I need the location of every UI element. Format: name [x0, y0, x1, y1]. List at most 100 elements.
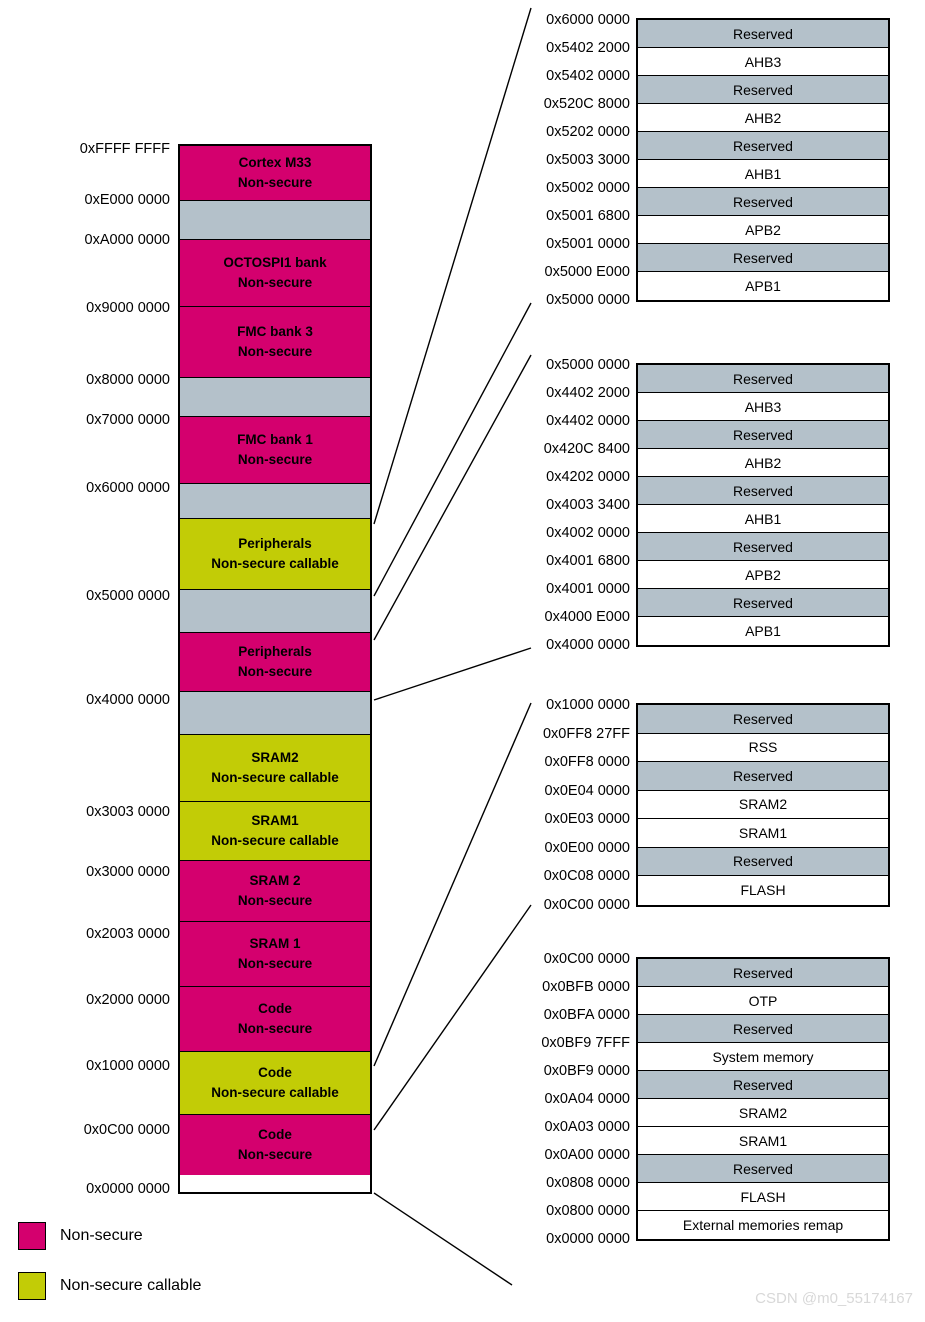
detail-address-label: 0x5202 0000: [546, 124, 630, 140]
detail-row-label: Reserved: [733, 710, 793, 727]
main-address-label: 0x3003 0000: [86, 804, 170, 820]
detail-table-row: Reserved: [638, 132, 888, 160]
detail-address-label: 0x5001 0000: [546, 236, 630, 252]
memory-block-security: Non-secure: [237, 956, 313, 971]
legend-swatch: [18, 1272, 46, 1300]
detail-address-label: 0x4000 E000: [544, 609, 630, 625]
detail-row-label: RSS: [748, 739, 778, 756]
detail-address-label: 0x0E04 0000: [544, 782, 630, 799]
connector-line-code-nsc-bottom: [373, 904, 532, 1131]
detail-table-row: SRAM1: [638, 1127, 888, 1155]
detail-table-row: FLASH: [638, 1183, 888, 1211]
memory-block: [180, 484, 370, 519]
detail-row-label: SRAM1: [738, 824, 788, 841]
detail-row-label: Reserved: [733, 964, 793, 981]
detail-table-row: AHB2: [638, 449, 888, 477]
main-address-label: 0xA000 0000: [84, 232, 170, 248]
detail-row-label: Reserved: [733, 81, 793, 98]
detail-address-label: 0x5002 0000: [546, 180, 630, 196]
detail-address-label: 0x0FF8 27FF: [542, 725, 630, 742]
detail-table-row: Reserved: [638, 20, 888, 48]
main-address-label: 0x1000 0000: [86, 1058, 170, 1074]
detail-table-row: Reserved: [638, 705, 888, 734]
detail-row-label: AHB1: [744, 510, 782, 527]
detail-row-label: OTP: [748, 992, 778, 1009]
detail-row-label: AHB2: [744, 454, 782, 471]
detail-table-row: APB2: [638, 561, 888, 589]
detail-table-row: Reserved: [638, 1015, 888, 1043]
detail-address-label: 0x5000 0000: [546, 357, 630, 373]
main-address-label: 0x4000 0000: [86, 692, 170, 708]
detail-address-label: 0x4000 0000: [546, 637, 630, 653]
memory-block-security: Non-secure: [237, 344, 313, 359]
memory-block-name: Peripherals: [238, 644, 312, 660]
memory-block-security: Non-secure callable: [211, 556, 339, 571]
detail-address-label: 0x6000 0000: [546, 12, 630, 28]
detail-address-label: 0x0C08 0000: [543, 868, 630, 884]
connector-line-peripherals-ns-top: [373, 354, 532, 641]
detail-table-row: Reserved: [638, 365, 888, 393]
detail-table-row: Reserved: [638, 959, 888, 987]
detail-table-row: FLASH: [638, 876, 888, 905]
detail-row-label: Reserved: [733, 482, 793, 499]
connector-line-peripherals-ns-bottom: [373, 647, 532, 701]
detail-table-row: APB1: [638, 617, 888, 645]
memory-block-security: Non-secure: [237, 664, 313, 679]
main-address-label: 0x6000 0000: [86, 480, 170, 496]
main-address-label: 0x0000 0000: [86, 1181, 170, 1197]
legend-item: Non-secure: [18, 1222, 438, 1250]
detail-address-label: 0x520C 8000: [543, 96, 630, 112]
memory-block-name: Code: [258, 1001, 292, 1017]
detail-address-label: 0x0BF9 0000: [543, 1063, 630, 1079]
memory-block-name: FMC bank 1: [237, 432, 313, 448]
detail-row-label: Reserved: [733, 1160, 793, 1177]
detail-table-row: AHB1: [638, 160, 888, 188]
detail-address-label: 0x0C00 0000: [543, 896, 630, 913]
detail-address-label: 0x1000 0000: [546, 697, 630, 713]
detail-row-label: Reserved: [733, 538, 793, 555]
memory-block-name: SRAM1: [251, 813, 299, 829]
memory-block-name: SRAM 2: [249, 873, 301, 889]
detail-address-label: 0x0E00 0000: [544, 839, 630, 856]
legend-label: Non-secure: [60, 1227, 143, 1244]
detail-row-label: Reserved: [733, 426, 793, 443]
memory-block: [180, 378, 370, 417]
detail-row-label: Reserved: [733, 370, 793, 387]
detail-address-label: 0x0E03 0000: [544, 811, 630, 827]
detail-table-row: APB2: [638, 216, 888, 244]
detail-address-label: 0x5000 E000: [544, 264, 630, 280]
memory-block: [180, 201, 370, 240]
main-address-label: 0xE000 0000: [84, 192, 170, 208]
legend-swatch: [18, 1222, 46, 1250]
detail-address-label: 0x4402 0000: [546, 413, 630, 429]
detail-address-label: 0x4202 0000: [546, 469, 630, 485]
detail-table-row: Reserved: [638, 847, 888, 876]
main-address-label: 0x9000 0000: [86, 300, 170, 316]
detail-table-row: System memory: [638, 1043, 888, 1071]
detail-address-label: 0x0C00 0000: [543, 951, 630, 967]
detail-table-row: Reserved: [638, 589, 888, 617]
detail-row-label: AHB3: [744, 398, 782, 415]
detail-address-label: 0x0A03 0000: [544, 1119, 630, 1135]
detail-row-label: Reserved: [733, 25, 793, 42]
detail-row-label: Reserved: [733, 594, 793, 611]
connector-line-code-nsc-top: [373, 702, 532, 1067]
detail-address-label: 0x5001 6800: [546, 208, 630, 224]
detail-table-row: Reserved: [638, 244, 888, 272]
detail-table-row: Reserved: [638, 188, 888, 216]
detail-row-label: Reserved: [733, 853, 793, 870]
detail-address-label: 0x5000 0000: [546, 292, 630, 308]
main-address-label: 0x5000 0000: [86, 588, 170, 604]
